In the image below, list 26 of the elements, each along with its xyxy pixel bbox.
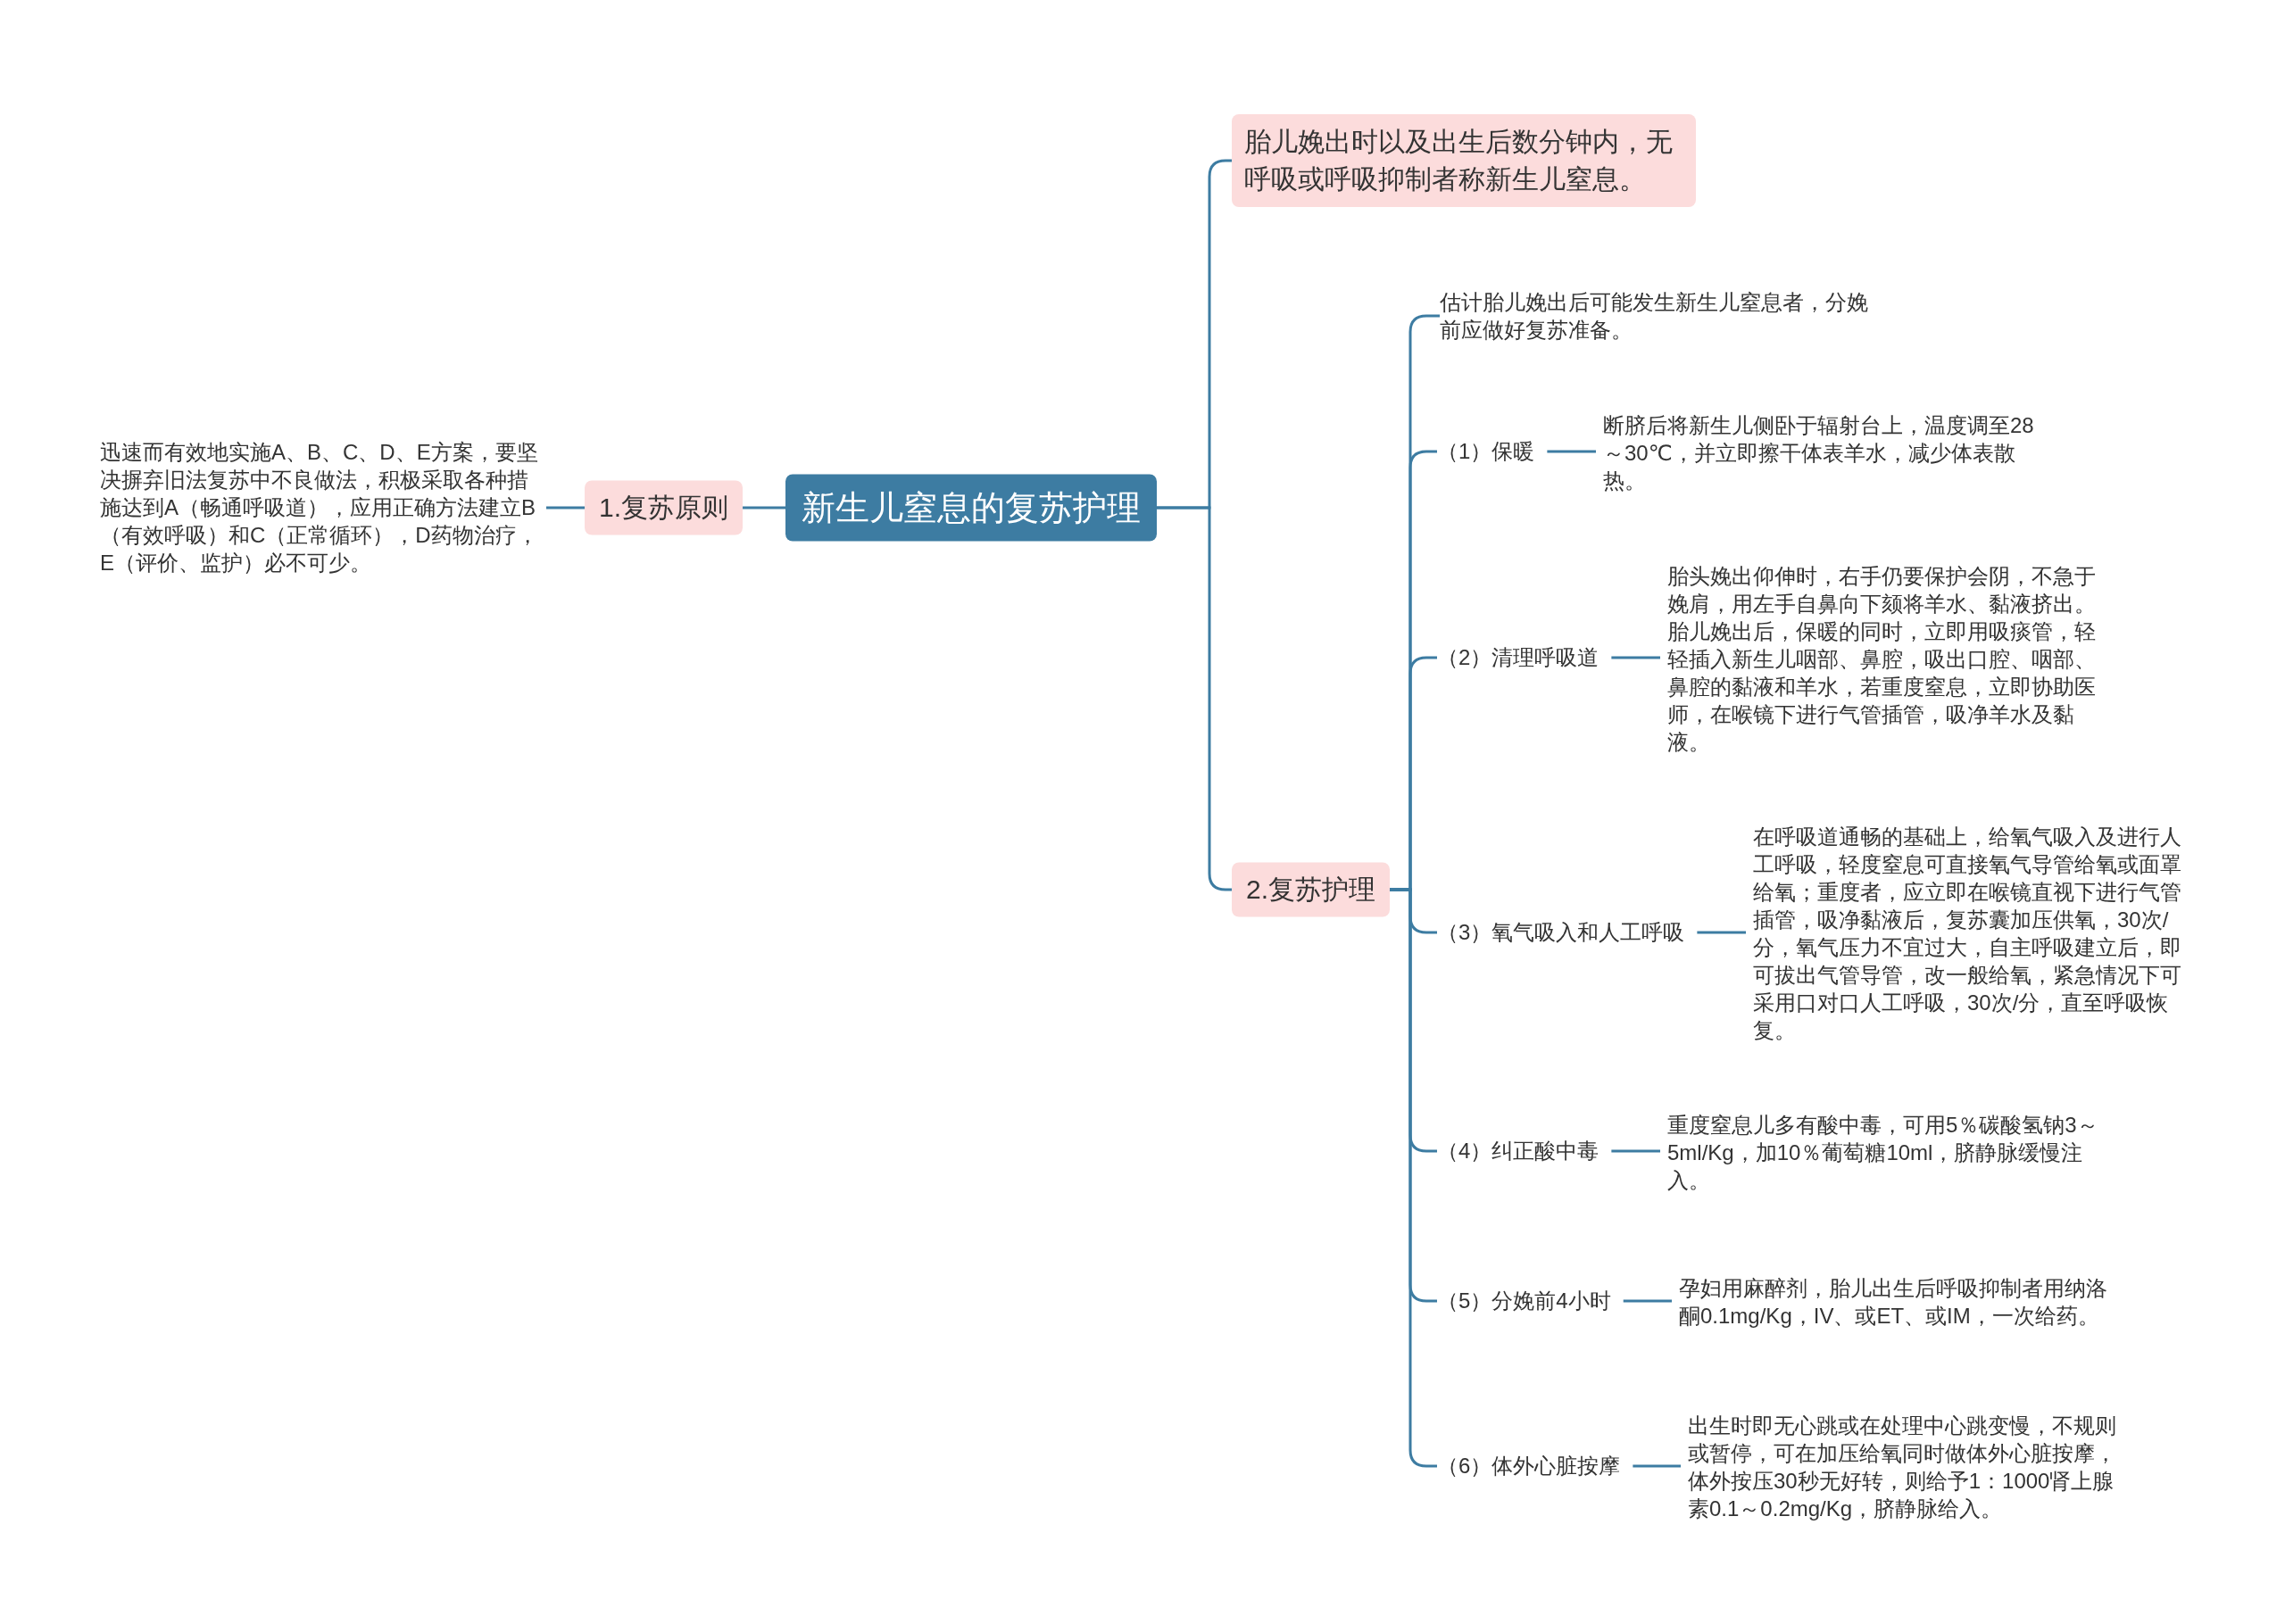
detail-text: 孕妇用麻醉剂，胎儿出生后呼吸抑制者用纳洛酮0.1mg/Kg，IV、或ET、或IM，一次给药。: [1679, 1274, 2125, 1330]
connector-line: [546, 506, 585, 510]
detail-text: 胎头娩出仰伸时，右手仍要保护会阴，不急于娩肩，用左手自鼻向下颏将羊水、黏液挤出。胎儿娩出后，保暖的同时，立即用吸痰管，轻轻插入新生儿咽部、鼻腔，吸出口腔、咽部、鼻腔的黏液和羊水，若重度窒息，立即协助医师，在喉镜下进行气管插管，吸净羊水及黏液。: [1667, 561, 2114, 756]
detail-text: 在呼吸道通畅的基础上，给氧气吸入及进行人工呼吸，轻度窒息可直接氧气导管给氧或面罩给氧；重度者，应立即在喉镜直视下进行气管插管，吸净黏液后，复苏囊加压供氧，30次/分，氧气压力不宜过大，自主呼吸建立后，即可拔出气管导管，改一般给氧，紧急情况下可采用口对口人工呼吸，30次/分，直至呼吸恢复。: [1753, 823, 2199, 1044]
subtopic-label: （4）纠正酸中毒: [1437, 1137, 1600, 1165]
definition-box: 胎儿娩出时以及出生后数分钟内，无呼吸或呼吸抑制者称新生儿窒息。: [1232, 114, 1696, 207]
connector-line: [1611, 1149, 1660, 1153]
subtopic-label: （2）清理呼吸道: [1437, 643, 1600, 672]
connector-line: [1697, 931, 1746, 934]
detail-text: 估计胎儿娩出后可能发生新生儿窒息者，分娩前应做好复苏准备。: [1440, 288, 1886, 344]
connector-line: [1547, 450, 1596, 453]
connector-line: [1611, 656, 1660, 659]
connector-line: [743, 506, 785, 510]
detail-text: 出生时即无心跳或在处理中心跳变慢，不规则或暂停，可在加压给氧同时做体外心脏按摩，体外按压30秒无好转，则给予1：1000肾上腺素0.1～0.2mg/Kg，脐静脉给入。: [1688, 1412, 2134, 1522]
detail-text: 重度窒息儿多有酸中毒，可用5％碳酸氢钠3～5ml/Kg，加10％葡萄糖10ml，脐静脉缓慢注入。: [1667, 1110, 2114, 1194]
detail-text: 迅速而有效地实施A、B、C、D、E方案，要坚决摒弃旧法复苏中不良做法，积极采取各种措施达到A（畅通呼吸道），应用正确方法建立B（有效呼吸）和C（正常循环），D药物治疗，E（评价、监护）必不可少。: [100, 437, 546, 576]
connector-line: [1623, 1299, 1672, 1303]
subtopic-label: （6）体外心脏按摩: [1437, 1452, 1621, 1480]
branch-topic-box: 2.复苏护理: [1232, 862, 1391, 917]
detail-text: 断脐后将新生儿侧卧于辐射台上，温度调至28～30℃，并立即擦干体表羊水，减少体表散热。: [1603, 410, 2040, 494]
central-topic-box: 新生儿窒息的复苏护理: [785, 474, 1157, 542]
subtopic-label: （1）保暖: [1437, 437, 1535, 466]
subtopic-label: （5）分娩前4小时: [1437, 1287, 1611, 1315]
subtopic-label: （3）氧气吸入和人工呼吸: [1437, 918, 1685, 947]
connector-line: [1633, 1464, 1681, 1468]
branch-topic-box: 1.复苏原则: [585, 480, 744, 535]
